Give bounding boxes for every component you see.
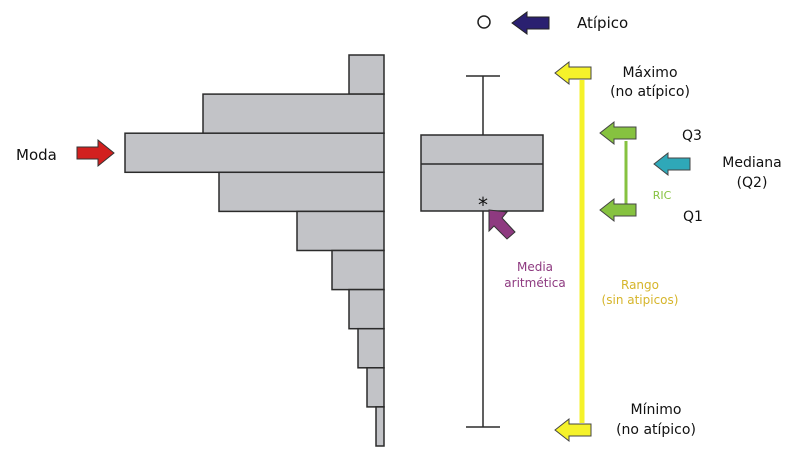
ric-label: RIC xyxy=(653,189,672,202)
media-label-2: aritmética xyxy=(504,276,565,290)
media-arrow-icon xyxy=(488,209,516,240)
atipico-arrow-icon xyxy=(511,11,550,35)
outlier-marker xyxy=(477,15,491,29)
rango-label-1: Rango xyxy=(621,278,659,292)
histogram-bar xyxy=(331,249,385,291)
box-plot: * xyxy=(420,75,544,428)
histogram-bar xyxy=(202,93,385,134)
histogram-bar xyxy=(366,367,385,408)
minimo-label-1: Mínimo xyxy=(631,402,682,418)
atipico-label: Atípico xyxy=(577,14,628,32)
mean-marker: * xyxy=(478,193,488,217)
maximo-arrow-icon xyxy=(554,60,592,86)
mediana-arrow-icon xyxy=(653,151,691,177)
q1-arrow-icon xyxy=(599,197,637,223)
histogram-bar xyxy=(124,132,385,174)
maximo-label-2: (no atípico) xyxy=(610,84,690,100)
histogram-bar xyxy=(218,171,385,213)
minimo-arrow-icon xyxy=(554,417,592,443)
histogram-bar xyxy=(348,288,385,330)
histogram-bar xyxy=(375,406,385,447)
q3-arrow-icon xyxy=(599,120,637,146)
media-label-1: Media xyxy=(517,260,553,274)
minimo-label-2: (no atípico) xyxy=(616,422,696,438)
moda-label: Moda xyxy=(16,146,57,164)
histogram-bar xyxy=(296,210,385,252)
mediana-label-2: (Q2) xyxy=(737,175,768,191)
moda-arrow-icon xyxy=(76,138,115,168)
rango-label-2: (sin atipicos) xyxy=(602,293,679,307)
histogram-bar xyxy=(348,54,385,95)
box-iqr xyxy=(420,134,544,212)
maximo-label-1: Máximo xyxy=(622,65,677,81)
q3-label: Q3 xyxy=(682,128,702,144)
histogram xyxy=(124,54,385,447)
q1-label: Q1 xyxy=(683,209,703,225)
histogram-bar xyxy=(357,327,385,369)
mediana-label-1: Mediana xyxy=(722,155,782,171)
